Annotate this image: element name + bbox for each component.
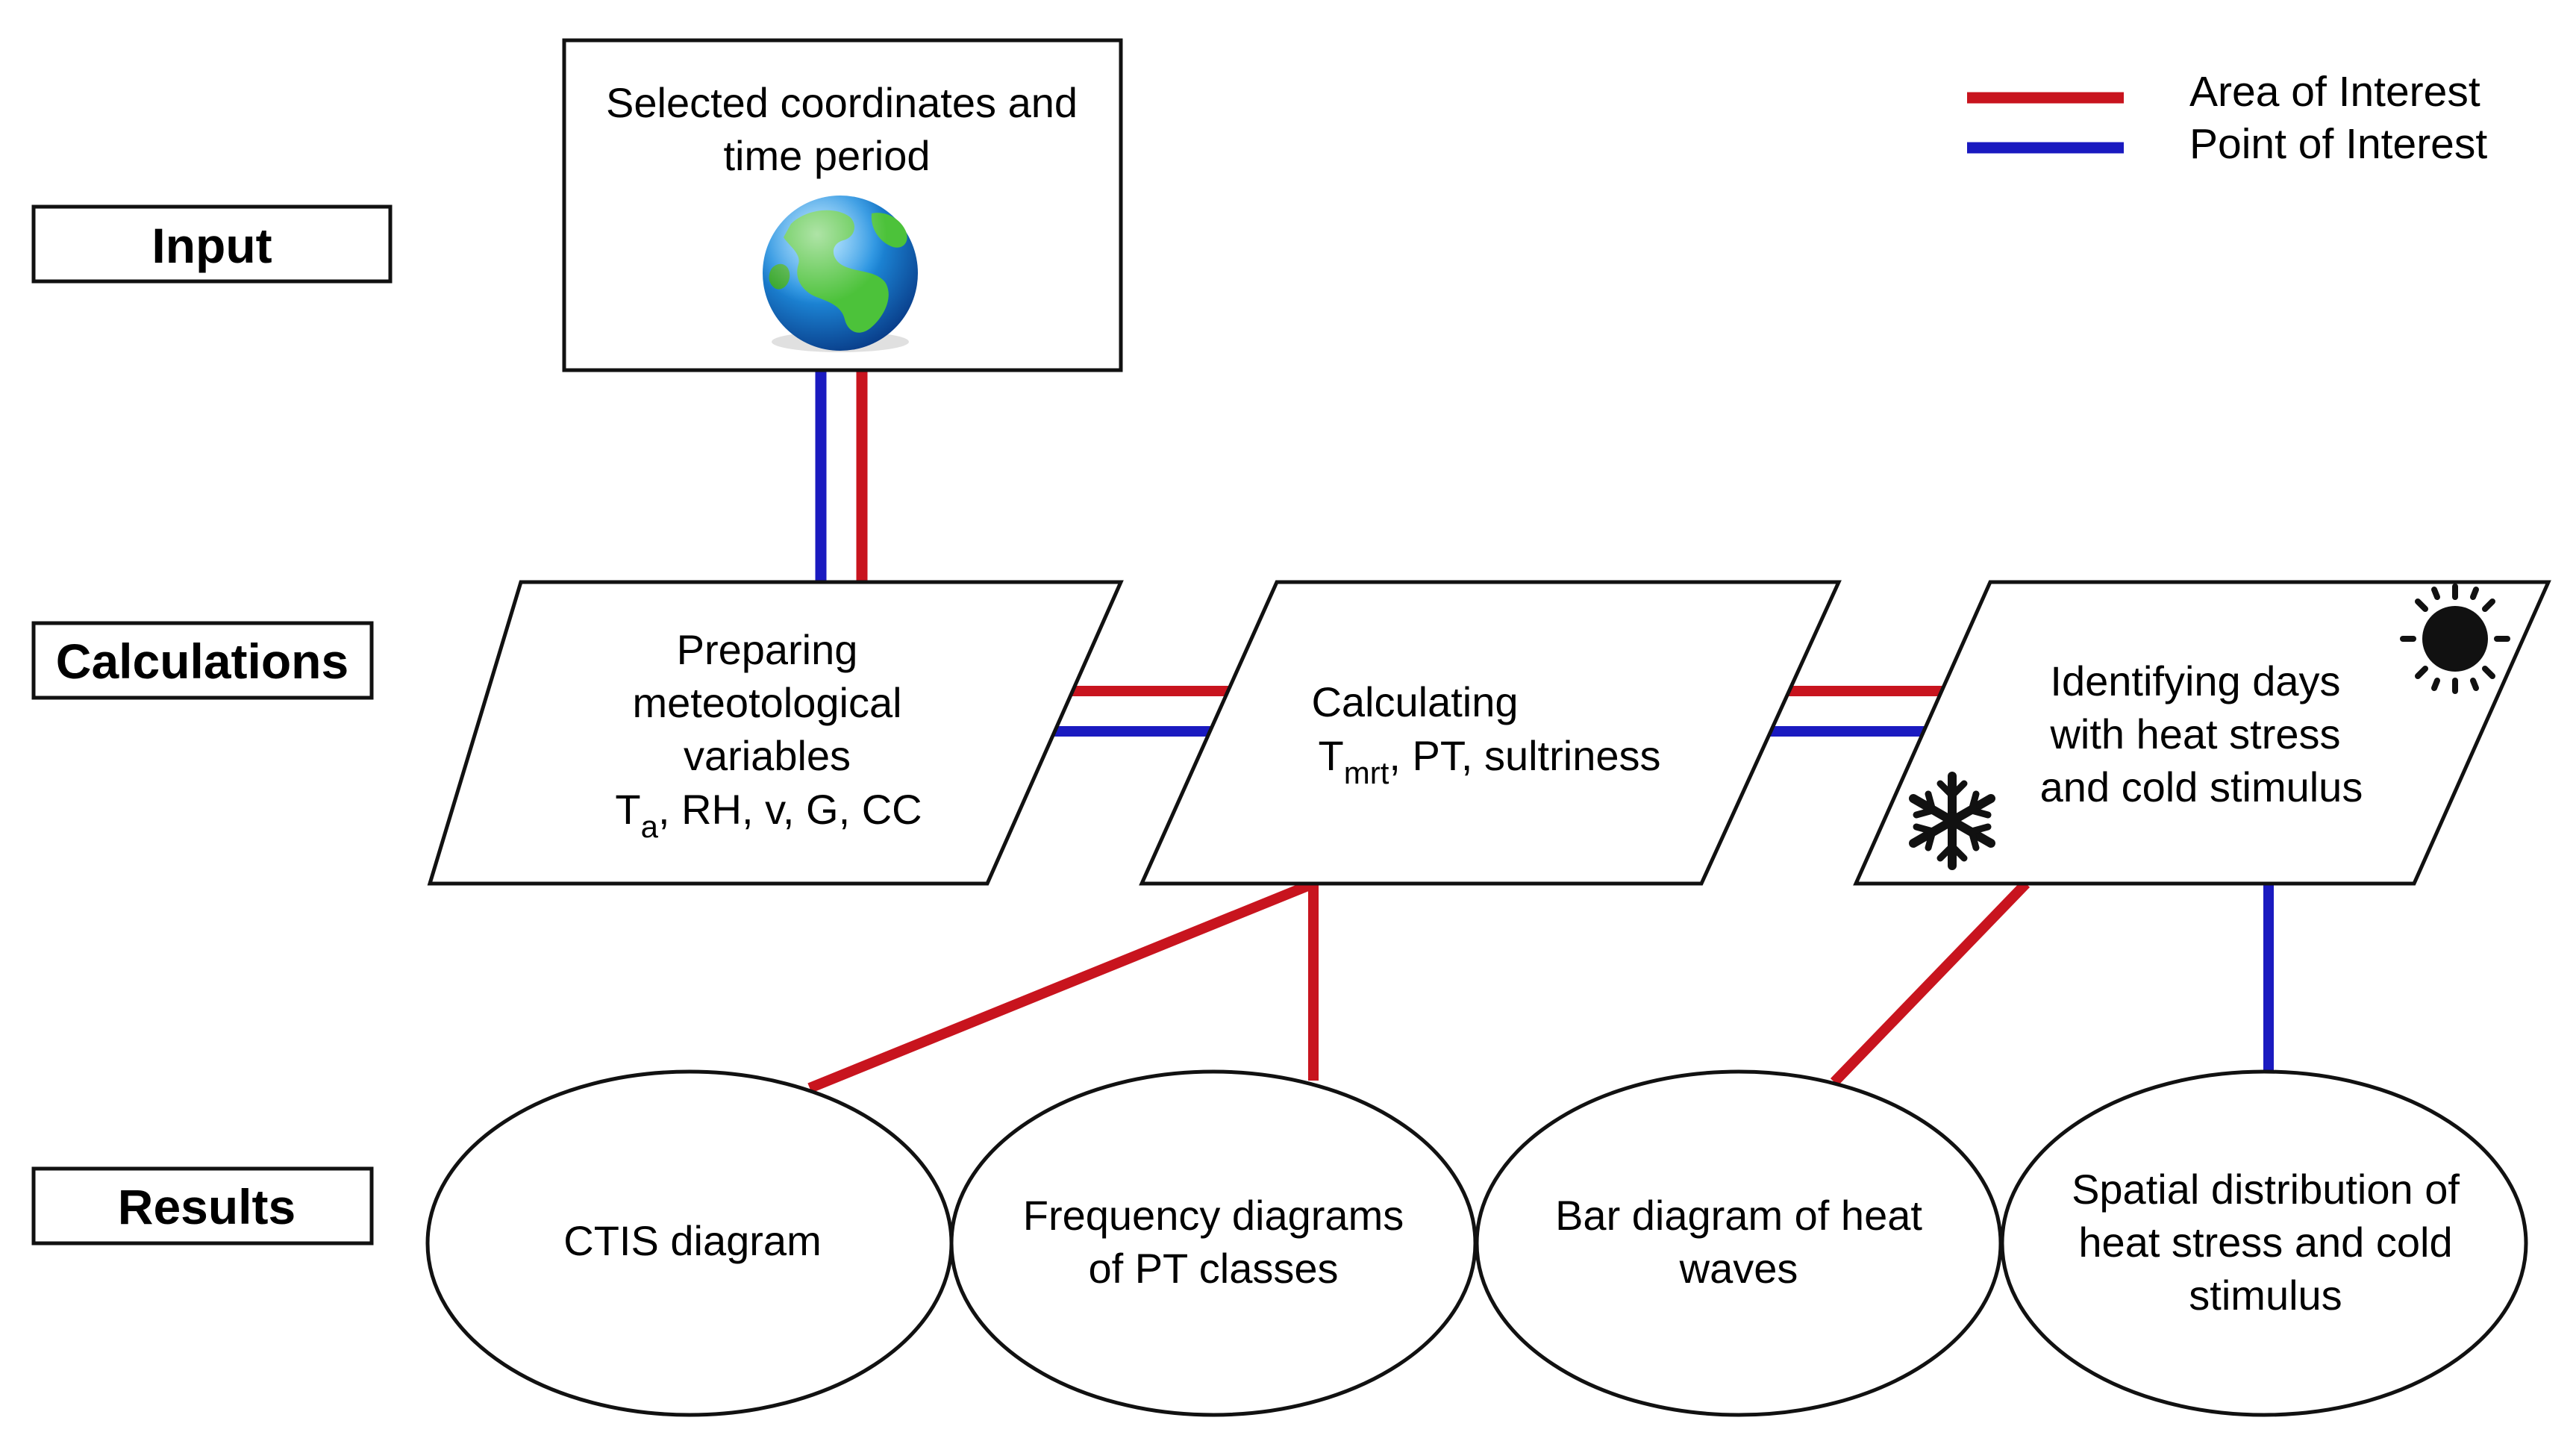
ident-line-2: with heat stress [2049,710,2340,757]
prep-line-1: Preparing [677,626,858,673]
stage-results-label: Results [118,1179,296,1234]
prep-line-3: variables [684,732,851,779]
result-heatwaves-line-1: Bar diagram of heat [1555,1192,1922,1239]
input-box: Selected coordinates and time period [562,38,1123,372]
legend: Area of Interest Point of Interest [1967,68,2487,168]
stage-calculations-label: Calculations [56,634,348,689]
calc-box-preparing: Preparing meteotological variables Ta, R… [427,580,1124,886]
legend-point-label: Point of Interest [2189,120,2487,168]
calc-box-identifying: Identifying days with heat stress and co… [1853,580,2551,886]
calc-line-1: Calculating [1311,678,1518,725]
result-spatial: Spatial distribution of heat stress and … [2000,1069,2528,1417]
calc-box-calculating: Calculating Tmrt, PT, sultriness [1139,580,1842,886]
result-spatial-line-1: Spatial distribution of [2072,1166,2460,1213]
stage-results: Results [31,1166,374,1246]
stage-input: Input [31,204,393,284]
connectors [807,370,2274,1093]
result-frequency-line-2: of PT classes [1088,1245,1338,1292]
connector-calc-ctis [807,878,1316,1093]
result-ctis: CTIS diagram [425,1069,954,1417]
prep-line-2: meteotological [632,679,901,726]
result-spatial-line-3: stimulus [2189,1272,2342,1319]
ident-line-3: and cold stimulus [2040,763,2363,810]
sun-icon [2400,584,2510,694]
result-spatial-line-2: heat stress and cold [2078,1219,2452,1266]
calc-line-2: Tmrt, PT, sultriness [1319,732,1661,790]
result-heatwaves-line-2: waves [1679,1245,1798,1292]
snowflake-icon [1909,772,1995,870]
result-frequency-line-1: Frequency diagrams [1023,1192,1404,1239]
result-frequency: Frequency diagrams of PT classes [949,1069,1478,1417]
result-heatwaves: Bar diagram of heat waves [1475,1069,2003,1417]
legend-area-label: Area of Interest [2189,68,2480,116]
globe-icon [763,196,918,352]
connector-ident-heatwaves [1830,880,2031,1086]
stage-input-label: Input [151,218,272,273]
prep-vars: Ta, RH, v, G, CC [615,786,922,844]
input-line-1: Selected coordinates and [606,79,1078,126]
result-ctis-line-1: CTIS diagram [563,1217,821,1264]
input-line-2: time period [723,132,930,179]
ident-line-1: Identifying days [2050,657,2340,704]
stage-calculations: Calculations [31,621,374,700]
